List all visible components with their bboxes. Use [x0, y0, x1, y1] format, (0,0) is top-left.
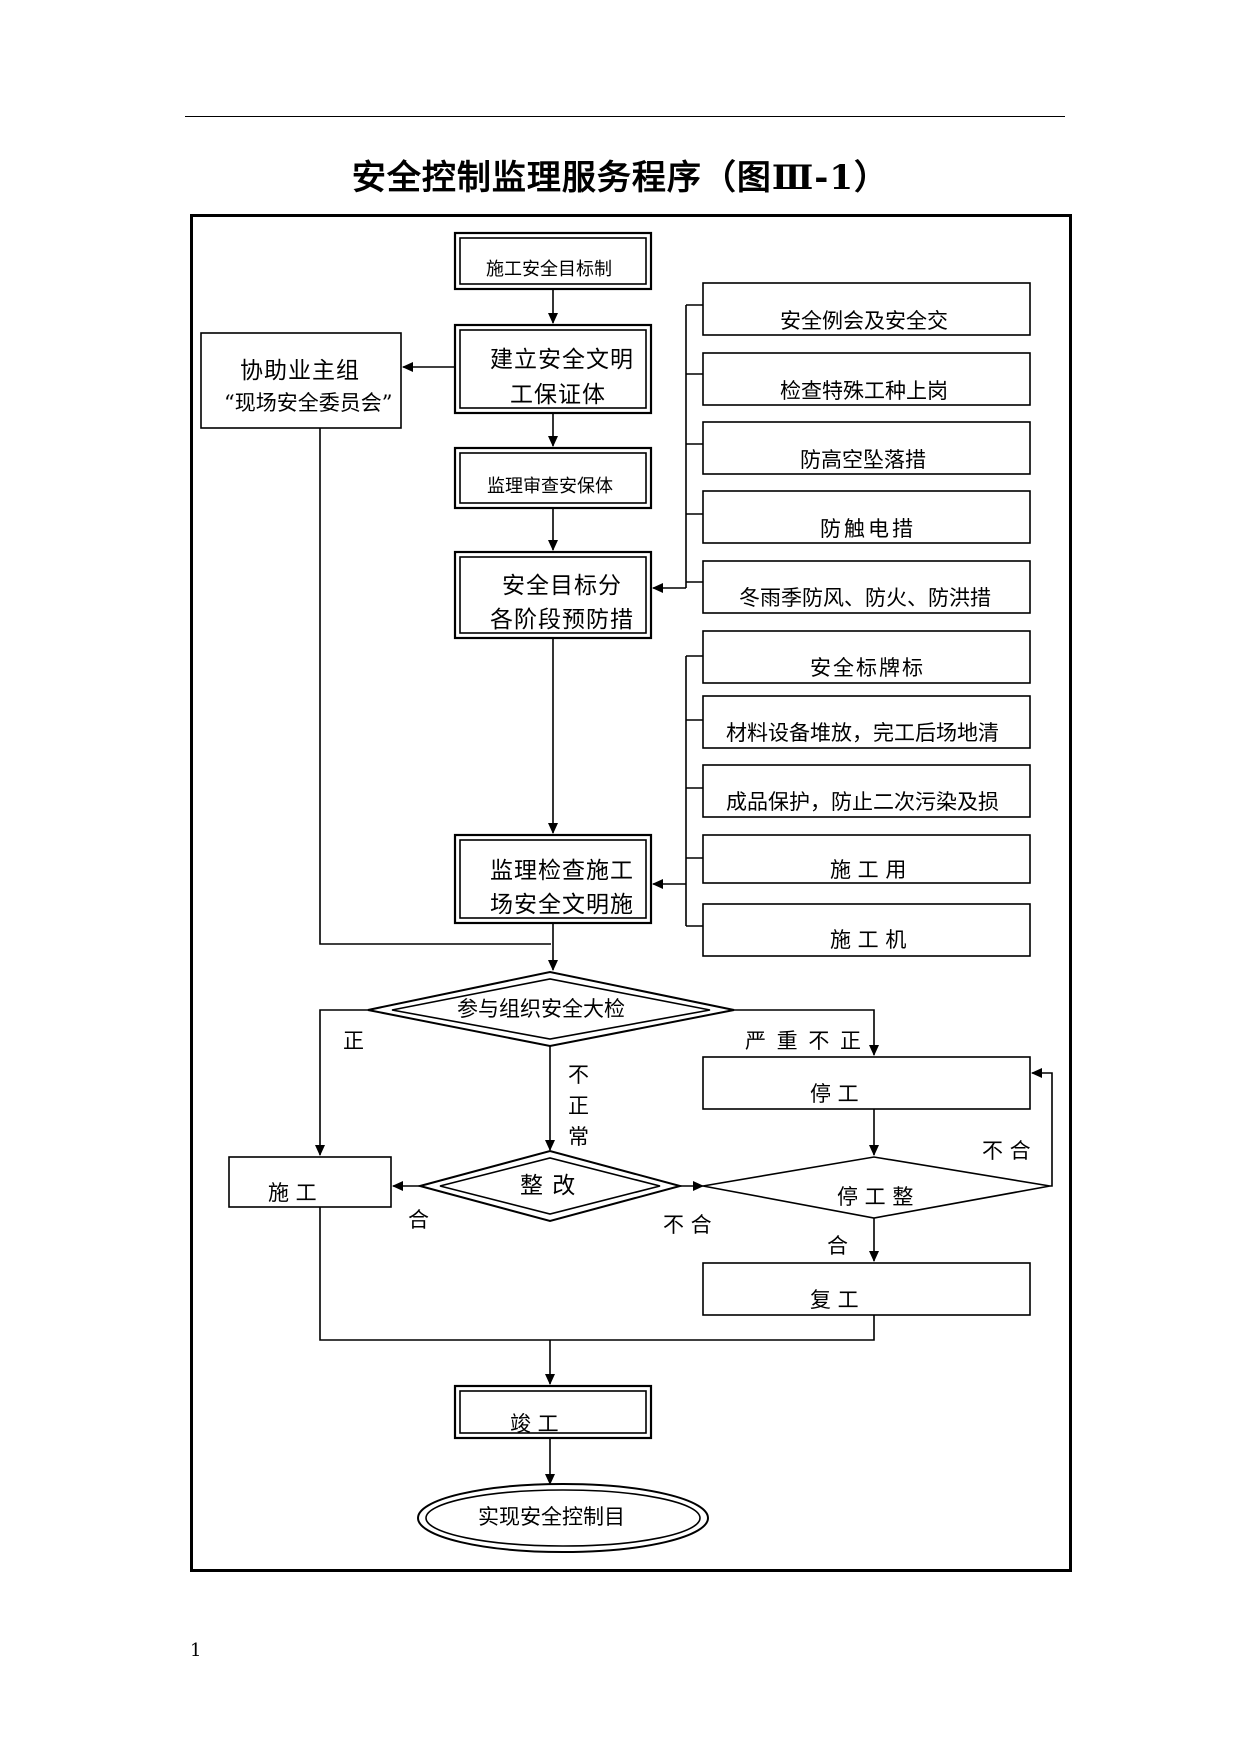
label-establish-line2: 工保证体: [510, 382, 606, 408]
diagram-frame: [190, 214, 1072, 1572]
label-measure-b3: 成品保护，防止二次污染及损: [726, 790, 999, 814]
page-title: 安全控制监理服务程序（图Ⅲ-1）: [351, 158, 890, 198]
label-edge-fail-mid: 不 合: [663, 1213, 712, 1237]
label-decompose-line2: 各阶段预防措: [490, 607, 634, 633]
box-measure-a1: [702, 282, 1031, 336]
box-measure-a2: [702, 352, 1031, 406]
box-measure-b4: [702, 834, 1031, 884]
label-committee-line1: 协助业主组: [240, 358, 360, 384]
label-measure-a3: 防高空坠落措: [800, 448, 926, 472]
label-stop-work: 停 工: [810, 1082, 859, 1106]
label-measure-b1: 安全标牌标: [810, 656, 925, 680]
box-stop-work: [702, 1056, 1031, 1110]
label-edge-pass-bottom: 合: [827, 1234, 848, 1258]
label-measure-a1: 安全例会及安全交: [780, 309, 948, 333]
box-resume: [702, 1262, 1031, 1316]
bracket-measures-a: [685, 304, 703, 588]
label-target-system: 施工安全目标制: [486, 259, 612, 280]
label-complete: 竣 工: [510, 1412, 559, 1436]
label-edge-fail-right: 不 合: [982, 1139, 1031, 1163]
label-goal: 实现安全控制目: [478, 1505, 625, 1529]
header-rule: [185, 116, 1065, 117]
box-measure-b5: [702, 903, 1031, 957]
label-decompose-line1: 安全目标分: [502, 573, 622, 599]
box-complete: [453, 1384, 653, 1440]
box-owner-committee: [200, 332, 402, 429]
label-edge-serious: 严 重 不 正: [745, 1029, 864, 1053]
label-measure-b2: 材料设备堆放，完工后场地清: [726, 721, 999, 745]
arrow-serious: [734, 1009, 879, 1056]
box-measure-b2: [702, 695, 1031, 749]
label-edge-pass-left: 合: [408, 1208, 429, 1232]
box-measure-a3: [702, 421, 1031, 475]
bracket-measures-b: [685, 655, 703, 927]
page-number: 1: [190, 1640, 202, 1661]
label-establish-line1: 建立安全文明: [490, 347, 634, 373]
box-measure-a4: [702, 490, 1031, 544]
label-rectify: 整 改: [520, 1173, 577, 1199]
label-inspect-line1: 监理检查施工: [490, 858, 634, 884]
label-measure-a4: 防触电措: [820, 517, 916, 541]
label-resume: 复 工: [810, 1288, 859, 1312]
box-measure-a5: [702, 560, 1031, 614]
label-edge-abnormal-2: 正: [568, 1094, 589, 1118]
label-edge-abnormal-3: 常: [568, 1125, 589, 1149]
box-measure-b3: [702, 764, 1031, 818]
label-measure-b4: 施 工 用: [830, 858, 907, 882]
label-construction: 施 工: [268, 1181, 317, 1205]
line-committee-down: [319, 428, 551, 945]
arrow-stop-rectify-fail: [1031, 1068, 1053, 1187]
label-big-check: 参与组织安全大检: [457, 997, 625, 1021]
line-construction-down: [319, 1207, 875, 1341]
label-inspect-line2: 场安全文明施: [490, 892, 634, 918]
ellipse-goal: [417, 1483, 709, 1553]
label-measure-a5: 冬雨季防风、防火、防洪措: [739, 586, 991, 610]
label-review: 监理审查安保体: [487, 476, 613, 497]
box-construction: [228, 1156, 392, 1208]
label-measure-b5: 施 工 机: [830, 928, 907, 952]
label-edge-abnormal-1: 不: [568, 1063, 589, 1087]
label-measure-a2: 检查特殊工种上岗: [780, 379, 948, 403]
label-stop-rectify: 停 工 整: [837, 1185, 914, 1209]
label-edge-normal: 正: [343, 1029, 364, 1053]
label-committee-line2: “现场安全委员会”: [224, 391, 393, 415]
arrow-normal: [315, 1009, 368, 1156]
box-measure-b1: [702, 630, 1031, 684]
